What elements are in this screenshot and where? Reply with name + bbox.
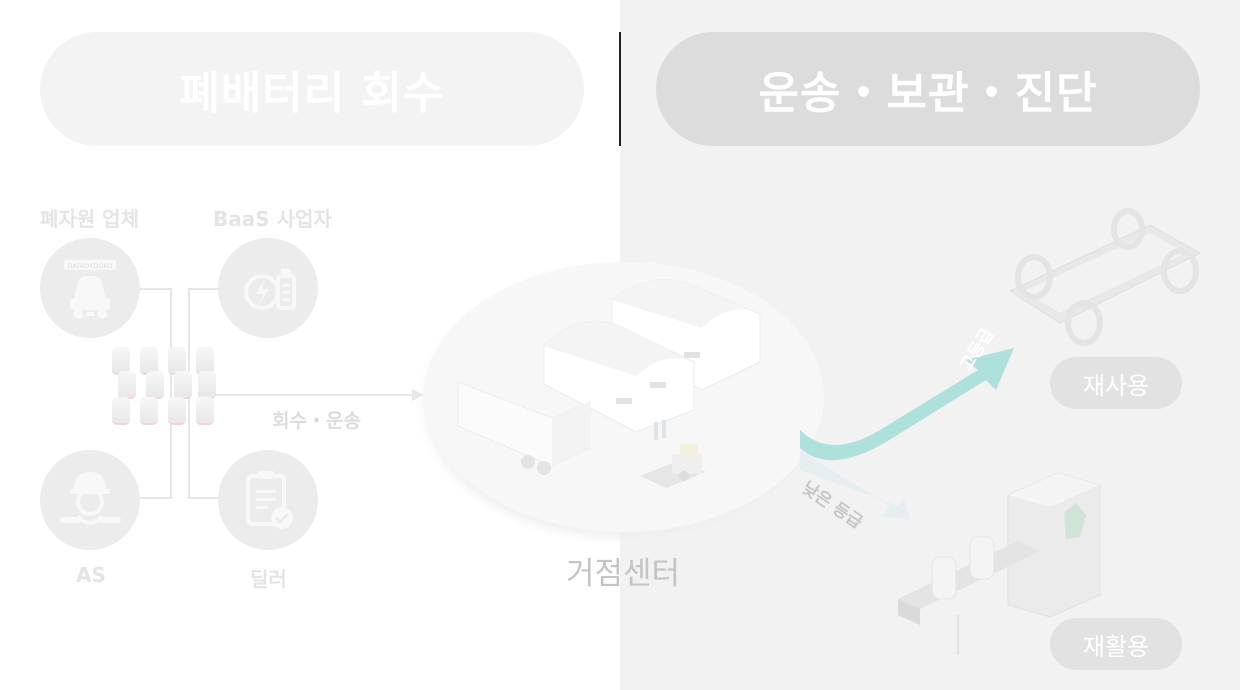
- scrap-company-label: 폐자원 업체: [40, 207, 139, 231]
- reuse-arrow: [800, 348, 1014, 461]
- battery-cell: [198, 371, 216, 399]
- battery-lightning-icon: [244, 269, 296, 310]
- recycle-arrow: [800, 450, 910, 520]
- ev-chassis-icon: [1008, 208, 1202, 346]
- as-label: AS: [76, 563, 106, 587]
- recycle-bubble: 재활용: [1050, 618, 1182, 670]
- grade-arrows: [800, 348, 1014, 520]
- truck-icon: DATAOKDOKO: [64, 260, 116, 319]
- collect-arrow: [216, 389, 424, 401]
- transport-title: 운송・보관・진단: [758, 68, 1098, 119]
- connector-scrap: [140, 288, 172, 290]
- battery-cells-icon: [112, 347, 216, 439]
- connector-baas: [188, 288, 220, 290]
- collection-header: 폐배터리 회수: [40, 32, 584, 146]
- baas-provider-circle: [218, 238, 318, 338]
- battery-cell: [140, 397, 158, 425]
- battery-cell: [196, 397, 214, 425]
- transport-storage-diagnosis-header: 운송・보관・진단: [656, 32, 1200, 146]
- recycling-machine-icon: [898, 472, 1101, 655]
- battery-cell: [146, 371, 164, 399]
- warehouse-icon: [457, 279, 761, 488]
- as-circle: [40, 450, 140, 550]
- truck-trailer-icon: [457, 381, 591, 475]
- battery-cell: [112, 397, 130, 425]
- section-divider: [619, 32, 621, 146]
- mechanic-icon: [59, 472, 121, 525]
- clipboard-check-icon: [246, 471, 293, 529]
- connector-dealer: [188, 497, 220, 499]
- battery-cell: [118, 371, 136, 399]
- forklift-icon: [640, 444, 706, 488]
- baas-provider-label: BaaS 사업자: [213, 207, 332, 231]
- reuse-label: 재사용: [1082, 371, 1150, 400]
- connector-as: [140, 497, 172, 499]
- dealer-circle: [218, 450, 318, 550]
- collection-title: 폐배터리 회수: [179, 68, 445, 119]
- recycle-label: 재활용: [1082, 632, 1150, 661]
- connector-left-vertical: [170, 288, 172, 498]
- battery-cell: [168, 397, 186, 425]
- hub-center-label: 거점센터: [566, 556, 681, 592]
- scrap-company-circle: DATAOKDOKO: [40, 238, 140, 338]
- dealer-label: 딜러: [250, 567, 287, 591]
- truck-sign-text: DATAOKDOKO: [67, 262, 112, 270]
- collect-transport-label: 회수・운송: [272, 410, 361, 432]
- reuse-bubble: 재사용: [1050, 357, 1182, 409]
- battery-cell: [174, 371, 192, 399]
